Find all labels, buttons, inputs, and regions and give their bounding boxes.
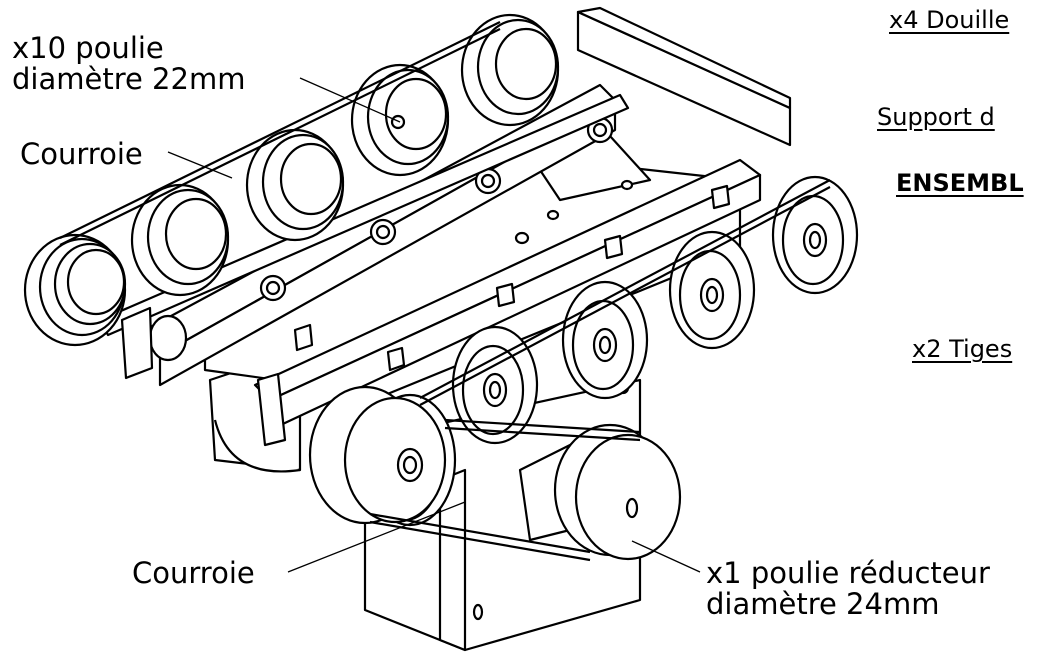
label-douille: x4 Douille: [889, 6, 1010, 34]
lower-belt: [419, 179, 831, 406]
label-ensemble: ENSEMBL: [896, 169, 1024, 197]
label-support: Support d: [877, 103, 995, 131]
leader-courroie-top: [167, 151, 233, 179]
reducer-pulley: [518, 423, 682, 561]
leader-courroie-bottom: [287, 501, 466, 573]
upper-pulley-row: [23, 13, 560, 347]
label-poulie-24-diameter: diamètre 24mm: [706, 587, 940, 621]
leader-poulie-22: [299, 77, 401, 123]
label-poulie-22-diameter: diamètre 22mm: [12, 62, 246, 96]
upper-pulley-4: [350, 63, 450, 177]
upper-pulley-3: [245, 128, 345, 242]
fittings: [293, 184, 731, 372]
drive-pulley: [308, 385, 447, 525]
back-plate: [576, 6, 792, 147]
label-tiges: x2 Tiges: [912, 335, 1013, 363]
label-courroie-top: Courroie: [20, 137, 143, 171]
drive-belt: [369, 418, 641, 562]
lower-pulley-2: [451, 325, 539, 445]
upper-belt: [59, 21, 501, 246]
label-poulie-24-count: x1 poulie réducteur: [706, 556, 990, 590]
upper-pulley-5: [460, 13, 560, 127]
leader-poulie-24: [631, 540, 701, 573]
upper-pulley-1: [23, 233, 127, 347]
label-courroie-bottom: Courroie: [132, 556, 255, 590]
label-poulie-22-count: x10 poulie: [12, 31, 164, 65]
